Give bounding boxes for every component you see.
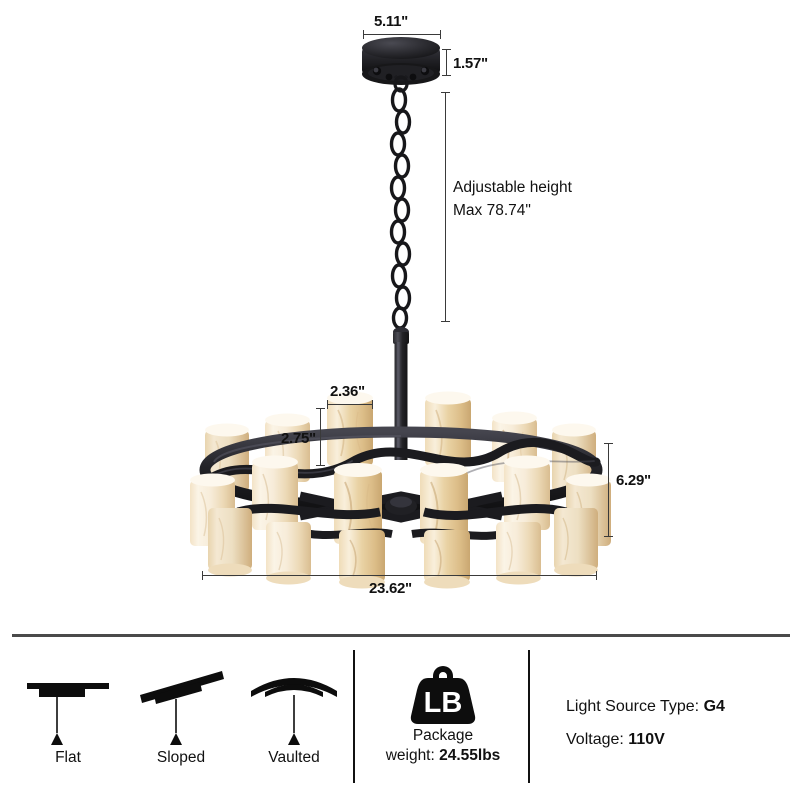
shade-lower [339,530,385,589]
ceiling-type-vaulted: Vaulted [239,655,349,767]
spec-light-source-type-label: Light Source Type: [566,698,704,715]
product-illustration [190,37,611,589]
dim-canopy-height-label: 1.57" [453,55,488,72]
dimline-canopy-width [363,30,441,39]
weight-bag-icon: LB [410,666,476,724]
shade-middle [252,455,298,530]
sloped-ceiling-icon [126,655,236,747]
dimline-shade-width [327,400,373,409]
dim-overall-width-label: 23.62" [369,580,412,597]
ceiling-type-sloped: Sloped [126,655,236,767]
dimline-adjustable-height [441,92,450,322]
dimline-canopy-height [442,49,451,76]
ceiling-type-flat: Flat [13,655,123,767]
flat-ceiling-icon [13,655,123,747]
spec-voltage: Voltage: 110V [566,723,725,756]
suspension-chain [389,87,412,330]
package-weight-line1: Package [412,727,474,744]
dimline-shade-height [316,408,325,466]
shade-lower [208,508,252,577]
adjustable-height-note-line1: Adjustable height [453,179,572,196]
dim-shade-height-label: 2.75" [281,430,316,447]
specifications-block: Light Source Type: G4 Voltage: 110V [566,690,725,756]
ceiling-canopy [362,37,440,93]
spec-light-source-type-value: G4 [703,698,725,715]
shade-lower [496,522,541,585]
section-divider-vertical-1 [353,650,355,783]
frame-upper-ring [199,426,603,514]
section-divider-horizontal [12,634,790,637]
shade-group-lower [208,508,598,589]
dim-canopy-width-label: 5.11" [374,13,408,30]
package-weight-block: LB Package weight: 24.55lbs [368,654,518,766]
package-weight-value: 24.55lbs [439,747,501,764]
spec-voltage-value: 110V [628,731,665,748]
section-divider-vertical-2 [528,650,530,783]
spec-light-source-type: Light Source Type: G4 [566,690,725,723]
stem-downrod [393,327,409,460]
package-weight-line2: weight: 24.55lbs [368,746,518,766]
vaulted-ceiling-icon [239,655,349,747]
dimline-body-height [604,443,613,537]
shade-middle [420,463,468,544]
dimline-overall-width [202,571,597,580]
shade-lower [424,530,470,589]
weight-bag-icon-text: LB [424,687,463,719]
shade-lower [554,508,598,577]
adjustable-height-note-line2: Max 78.74" [453,202,531,219]
ceiling-type-flat-label: Flat [55,749,81,766]
package-weight-prefix: weight: [385,747,440,764]
ceiling-type-sloped-label: Sloped [156,749,206,766]
shade-middle [504,455,550,530]
dim-shade-width-label: 2.36" [330,383,365,400]
frame-center-hub [299,491,503,523]
shade-lower [266,522,311,585]
spec-voltage-label: Voltage: [566,731,629,748]
dim-body-height-label: 6.29" [616,472,651,489]
ceiling-type-vaulted-label: Vaulted [268,749,320,766]
shade-middle [334,463,382,544]
